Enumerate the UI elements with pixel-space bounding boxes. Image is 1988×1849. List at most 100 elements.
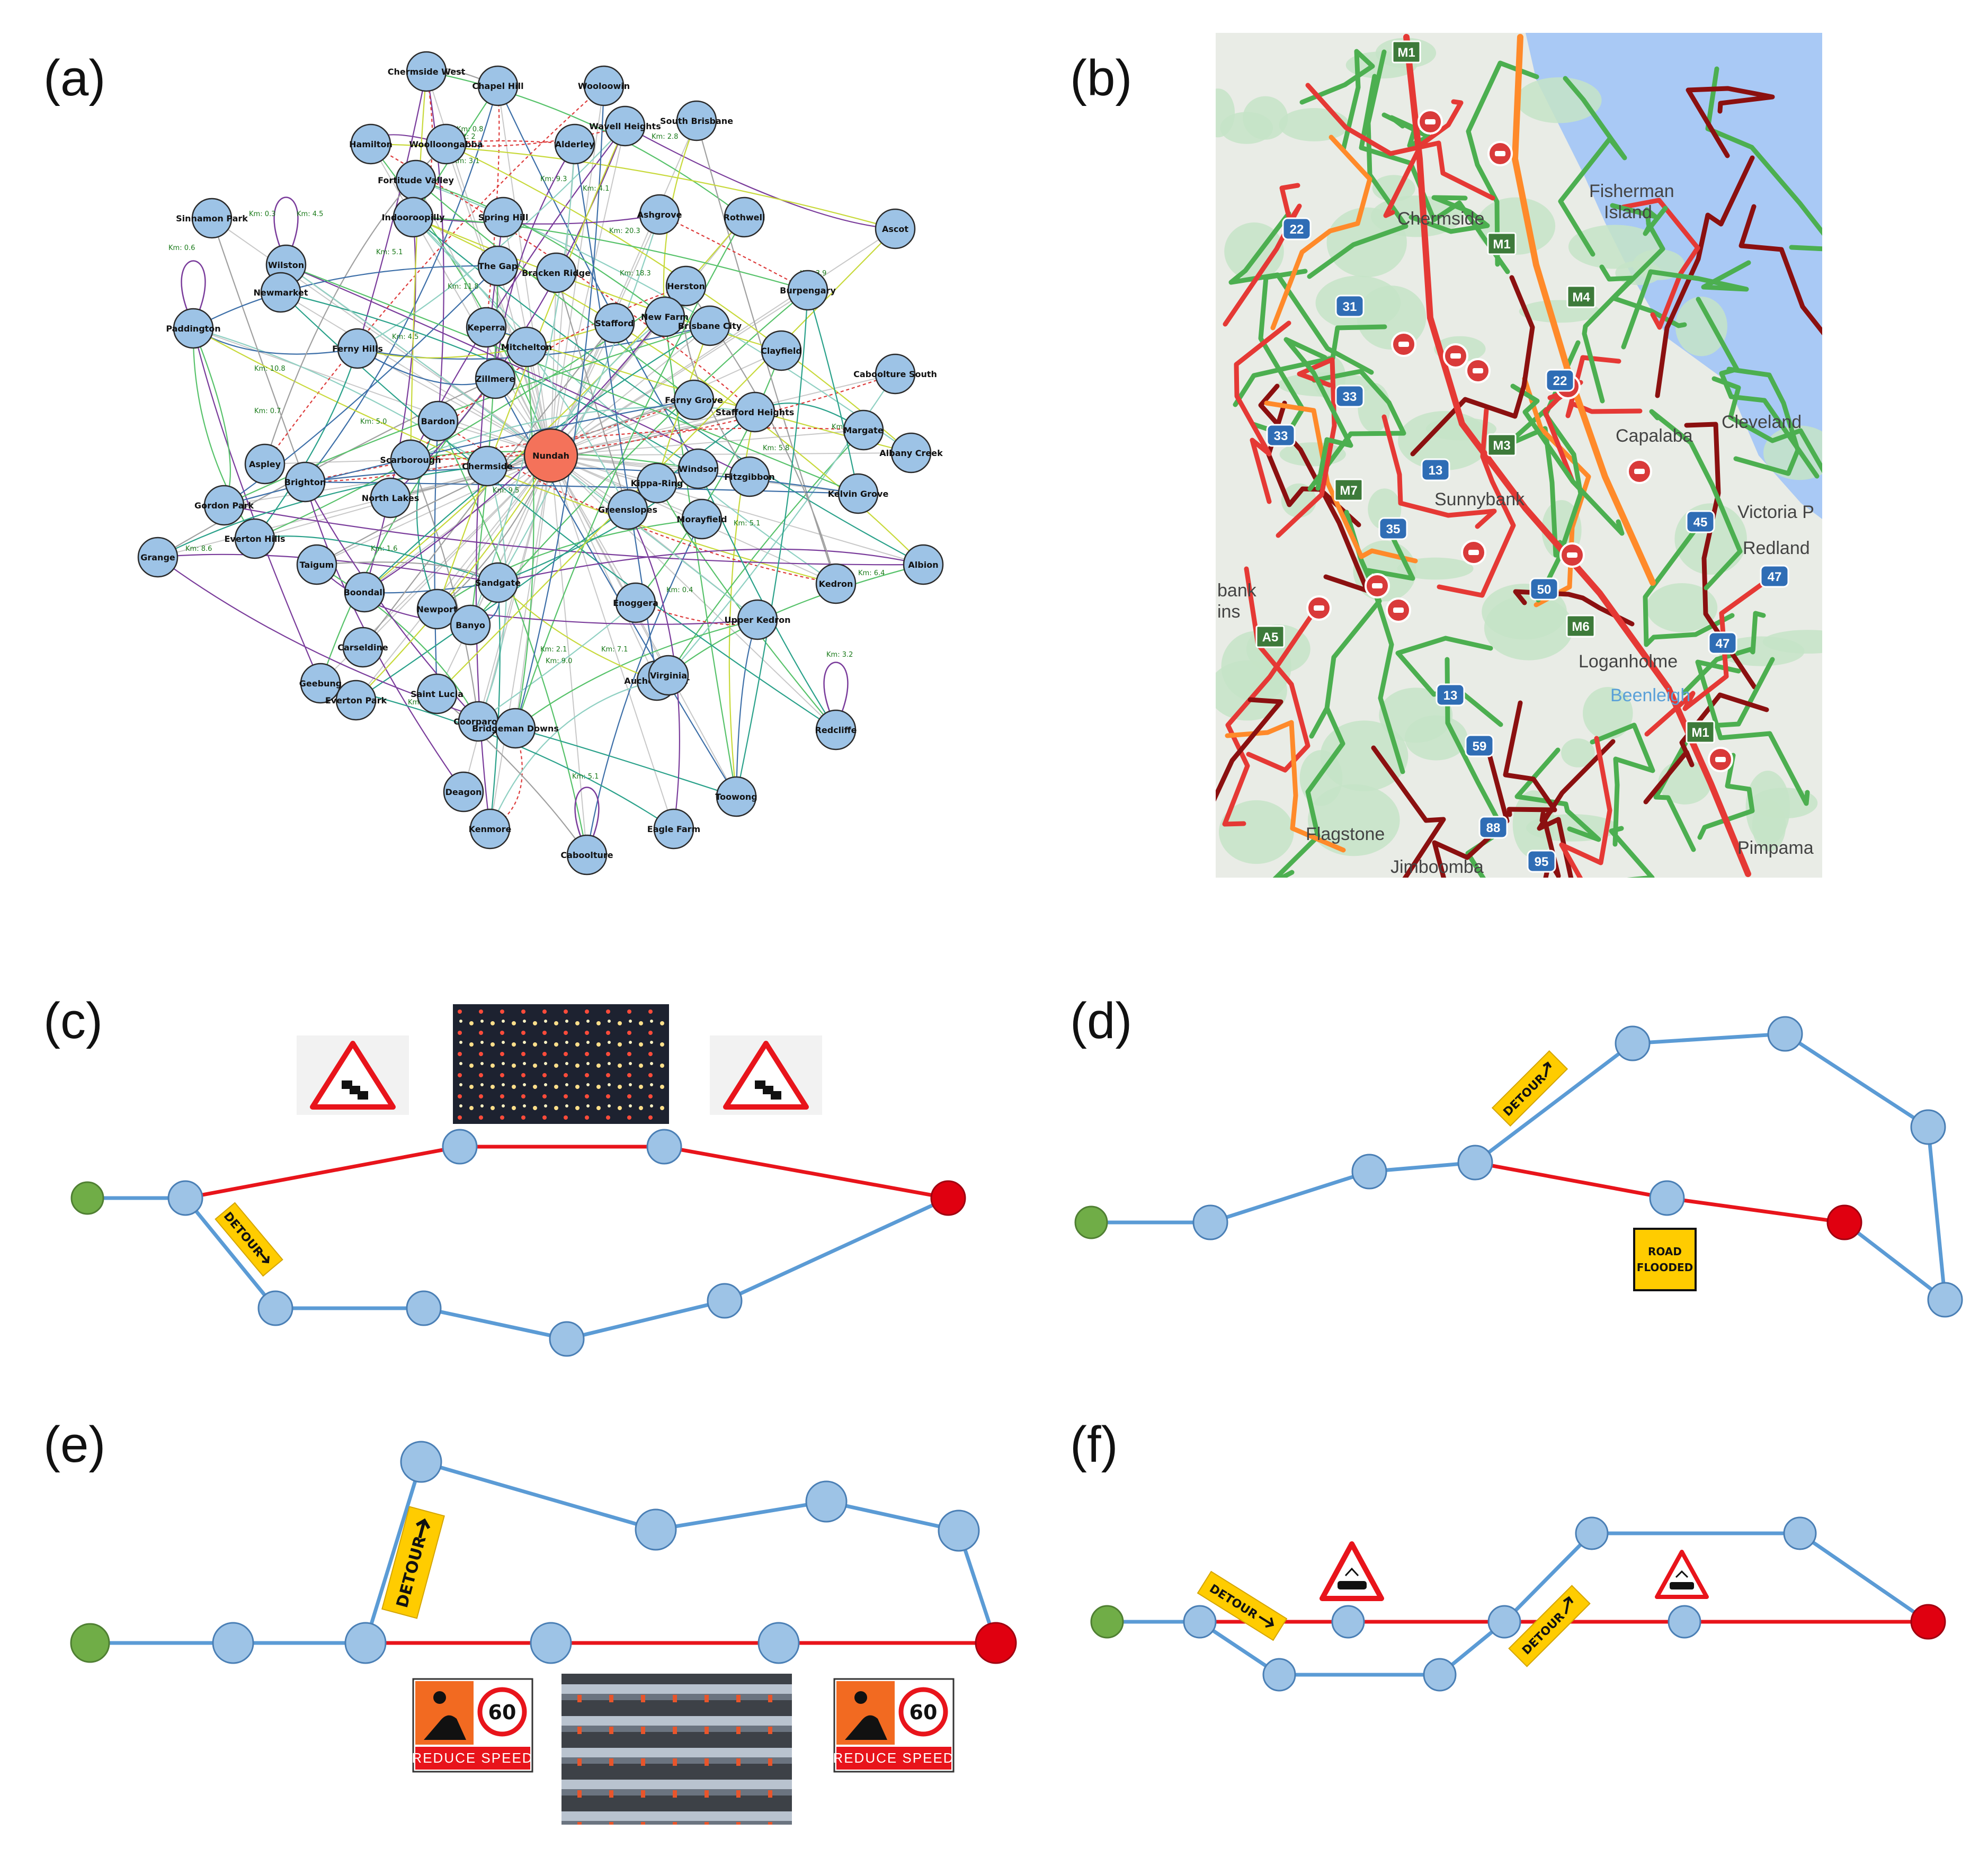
- graph-node-label: Chermside: [462, 461, 513, 471]
- graph-node-label: Scarborough: [380, 455, 441, 465]
- graph-edge: [305, 481, 859, 495]
- map-road: [1711, 376, 1822, 474]
- graph-edge: [254, 535, 498, 584]
- map-road: [1705, 66, 1822, 252]
- graph-node-label: Clayfield: [761, 346, 802, 356]
- graph-node: Clayfield: [761, 330, 802, 371]
- route-shield-icon: 50: [1529, 577, 1559, 601]
- map-label-loganholme: Loganholme: [1579, 651, 1678, 672]
- graph-edge: [489, 680, 657, 829]
- map-park: [1221, 631, 1291, 702]
- graph-node-label: Woolloongabba: [409, 139, 483, 149]
- graph-edge: [410, 373, 896, 461]
- map-park: [1404, 715, 1468, 761]
- graph-edge: [515, 727, 737, 798]
- graph-node: Greenslopes: [598, 489, 657, 530]
- graph-node: Hamilton: [349, 123, 393, 165]
- route-shield-icon: 31: [1335, 294, 1365, 318]
- route-node: [938, 1509, 980, 1552]
- graph-node: North Lakes: [362, 477, 419, 519]
- graph-edge: [436, 608, 758, 625]
- graph-node: Ferny Grove: [665, 379, 723, 421]
- map-road: [1739, 204, 1822, 336]
- graph-edge: [550, 455, 587, 855]
- svg-text:35: 35: [1386, 522, 1401, 537]
- graph-edge: [413, 213, 660, 225]
- graph-node: Keperra: [466, 307, 507, 348]
- graph-node: Newport: [416, 588, 458, 630]
- graph-node-label: South Brisbane: [660, 116, 733, 126]
- graph-node-label: Kedron: [819, 579, 853, 589]
- incident-icon: [1487, 141, 1513, 166]
- route-shield-icon: 13: [1436, 683, 1465, 707]
- svg-text:22: 22: [1290, 222, 1304, 237]
- scenario-d-flooding: DETOUR ROAD FLOODED: [1074, 1016, 1963, 1318]
- map-road: [1408, 195, 1490, 234]
- map-label-chermside: Chermside: [1397, 209, 1484, 229]
- graph-node-label: Caboolture South: [853, 369, 937, 379]
- graph-node-label: Taigum: [300, 560, 334, 570]
- detour-route: [1474, 1032, 1948, 1304]
- map-road: [1299, 49, 1375, 152]
- graph-node-label: Boondall: [344, 587, 386, 597]
- graph-node: Alderley: [554, 123, 595, 165]
- map-road: [1371, 745, 1446, 878]
- map-road: [1695, 659, 1810, 806]
- graph-node: Enoggera: [613, 582, 658, 623]
- route-shield-icon: 47: [1708, 631, 1737, 655]
- graph-node: Eagle Farm: [647, 808, 700, 850]
- graph-node: Gordon Park: [194, 485, 254, 526]
- road-flooded-sign: ROAD FLOODED: [1633, 1228, 1697, 1291]
- edge-label: Km: 2.1: [540, 646, 567, 654]
- graph-node: South Brisbane: [660, 100, 733, 141]
- graph-edge: [254, 348, 359, 539]
- graph-edge: [355, 455, 551, 701]
- graph-node: Brisbane City: [678, 305, 742, 346]
- graph-edge: [157, 378, 496, 558]
- route-node: [406, 1290, 442, 1326]
- graph-edge: [656, 483, 836, 730]
- incident-icon: [1461, 540, 1486, 565]
- graph-node: Carseldine: [337, 627, 388, 668]
- svg-text:M7: M7: [1340, 484, 1357, 498]
- route-node: [1649, 1180, 1685, 1216]
- graph-node: Ascot: [875, 208, 916, 249]
- route-shield-icon: 47: [1760, 565, 1789, 588]
- graph-node: Coorparoo: [453, 701, 503, 742]
- map-park: [1307, 784, 1400, 856]
- destination-node: [930, 1180, 966, 1216]
- speed-limit-icon: [477, 1687, 527, 1737]
- graph-node: Zillmere: [475, 358, 516, 399]
- svg-text:M4: M4: [1572, 290, 1590, 305]
- svg-text:M3: M3: [1493, 439, 1510, 453]
- graph-edge: [550, 452, 912, 456]
- warning-triangle-icon: [1655, 1550, 1709, 1599]
- roadwork-speed-sign: 60 REDUCE SPEED: [833, 1678, 955, 1773]
- route-shield-icon: 22: [1545, 369, 1575, 392]
- graph-edge: [550, 455, 674, 829]
- graph-edge: [489, 582, 501, 829]
- graph-edge: [192, 328, 231, 506]
- incident-icon: [1306, 595, 1332, 621]
- graph-edge: [413, 216, 782, 352]
- graph-node: Brighton: [284, 461, 326, 503]
- graph-node-label: Fitzgibbon: [724, 472, 775, 482]
- graph-node-label: Ferny Grove: [665, 395, 723, 405]
- map-label-fisherman: Fisherman: [1589, 181, 1674, 201]
- edge-label: Km: 4.5: [392, 333, 418, 341]
- graph-node-label: Greenslopes: [598, 505, 657, 515]
- graph-node: Scarborough: [380, 439, 441, 480]
- svg-text:95: 95: [1535, 855, 1549, 869]
- graph-edge: [668, 430, 864, 676]
- graph-node-label: Keperra: [467, 323, 505, 333]
- route-shield-icon: 13: [1421, 458, 1450, 481]
- panel-label-f: (f): [1070, 1416, 1118, 1473]
- graph-edge: [550, 350, 782, 456]
- graph-node-label: Alderley: [555, 139, 595, 149]
- map-road: [1283, 337, 1353, 491]
- svg-text:33: 33: [1274, 429, 1288, 443]
- map-road: [1558, 76, 1627, 257]
- map-road: [1653, 657, 1775, 852]
